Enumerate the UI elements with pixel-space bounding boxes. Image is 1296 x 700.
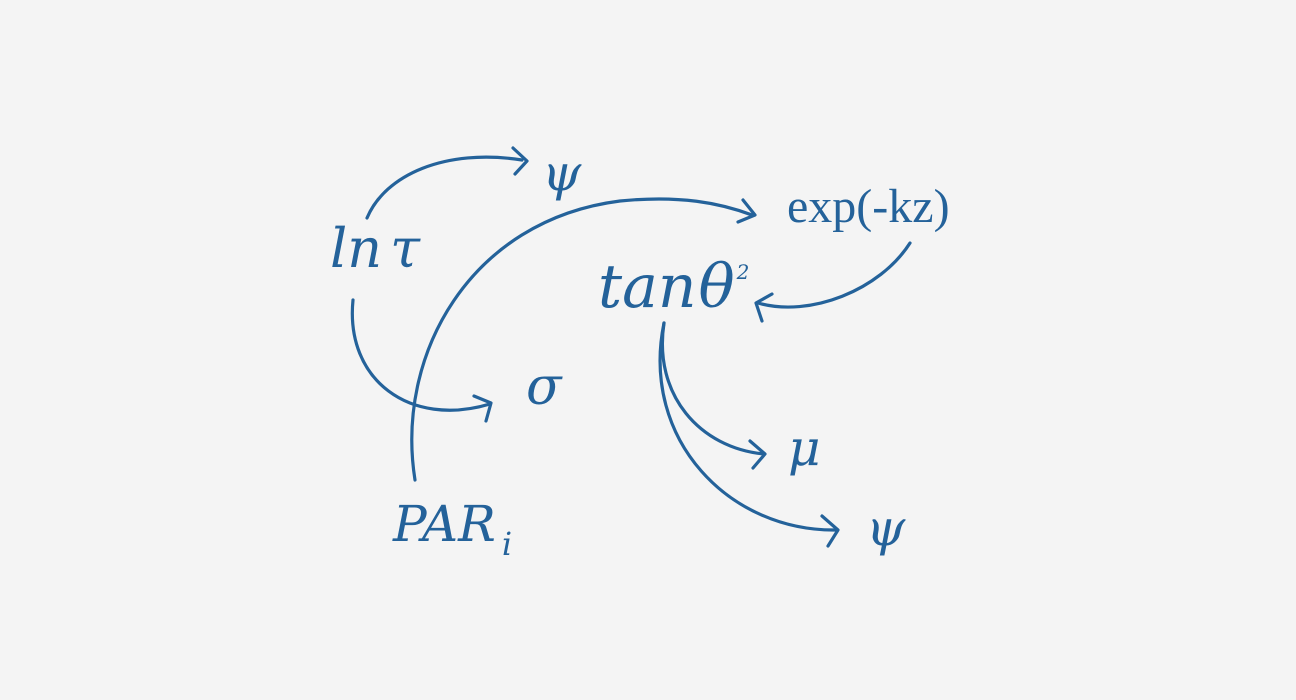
edge-lntau-to-sigma-curve bbox=[350, 298, 492, 412]
node-psi-bottom: ψ bbox=[866, 499, 906, 557]
edge-par-to-exp-curve bbox=[410, 197, 754, 482]
node-tan-base: tan bbox=[598, 252, 697, 322]
node-psi-top: ψ bbox=[542, 144, 582, 202]
edge-par-to-exp bbox=[410, 197, 757, 482]
node-sigma: σ bbox=[526, 357, 563, 417]
node-par-base: PAR bbox=[392, 495, 496, 553]
edge-tan-to-psi-arrowhead bbox=[820, 514, 840, 548]
edge-tan-to-psi bbox=[658, 321, 840, 548]
node-ln-tau-symbol: τ bbox=[390, 217, 421, 280]
edge-lntau-to-sigma bbox=[350, 298, 493, 423]
edge-lntau-to-psi bbox=[365, 146, 529, 220]
node-ln-tau-base: ln bbox=[330, 217, 382, 280]
edge-tan-to-psi-curve bbox=[658, 321, 839, 532]
node-mu: μ bbox=[788, 419, 821, 477]
node-tan-symbol: θ bbox=[699, 252, 735, 322]
edge-par-to-exp-arrowhead bbox=[736, 198, 757, 224]
node-tan-superscript: 2 bbox=[736, 260, 750, 284]
edge-lntau-to-psi-arrowhead bbox=[511, 146, 529, 176]
edge-exp-to-tan bbox=[754, 241, 912, 323]
edge-tan-to-mu bbox=[660, 321, 767, 470]
node-par-subscript: i bbox=[502, 525, 512, 563]
edge-lntau-to-sigma-arrowhead bbox=[472, 394, 493, 423]
edge-exp-to-tan-curve bbox=[756, 241, 912, 309]
node-exp-kz: exp(-kz) bbox=[787, 180, 950, 233]
edge-exp-to-tan-arrowhead bbox=[754, 292, 774, 323]
edge-tan-to-mu-arrowhead bbox=[748, 439, 767, 470]
edge-lntau-to-psi-curve bbox=[365, 155, 524, 220]
edge-tan-to-mu-curve bbox=[660, 321, 766, 456]
